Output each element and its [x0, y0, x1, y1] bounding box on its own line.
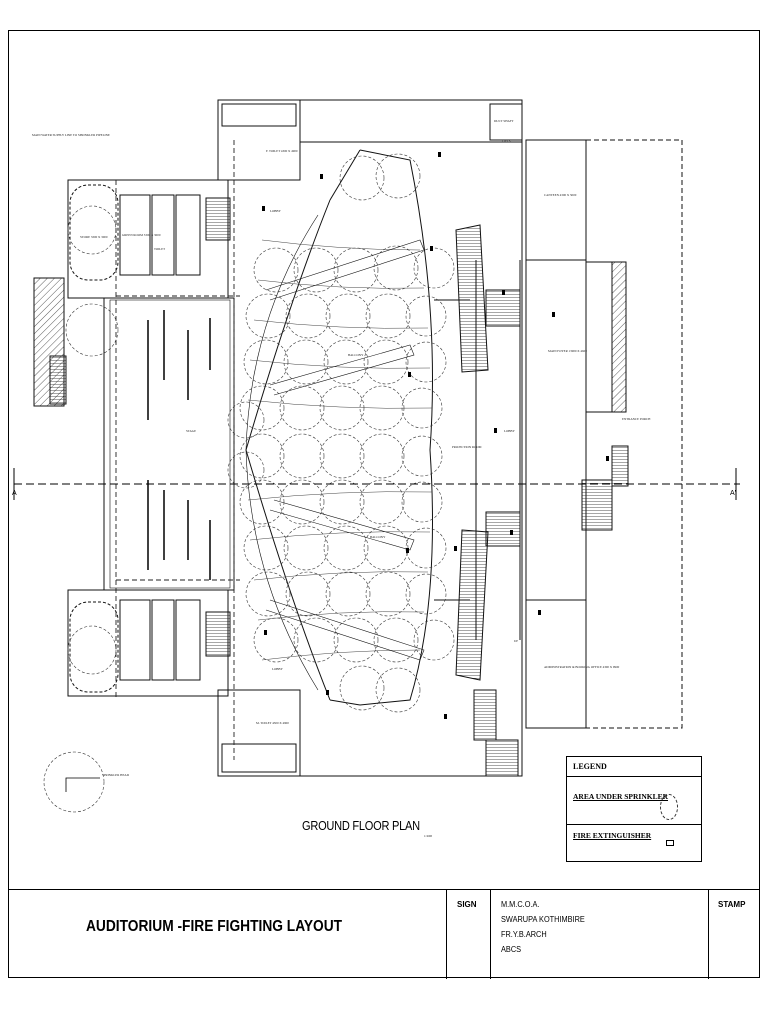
label-stage: STAGE	[186, 429, 196, 433]
title-block-divider	[708, 890, 709, 979]
title-block: AUDITORIUM -FIRE FIGHTING LAYOUT SIGN M.…	[8, 889, 760, 979]
info-line: M.M.C.O.A.	[501, 900, 540, 909]
label-entrance: ENTRANCE PORCH	[622, 417, 651, 421]
info-line: SWARUPA KOTHIMBIRE	[501, 915, 585, 924]
author-info: M.M.C.O.A. SWARUPA KOTHIMBIRE FR.Y.B.ARC…	[501, 897, 592, 957]
drawing-title: AUDITORIUM -FIRE FIGHTING LAYOUT	[86, 918, 343, 935]
plan-scale: 1:100	[424, 834, 432, 838]
label-duct: DUCT SHAFT	[494, 119, 514, 123]
legend-extinguisher-label: FIRE EXTINGUISHER	[573, 831, 652, 840]
label-lifts: LIFTS	[502, 139, 511, 143]
sprinkler-coverage-circles	[43, 153, 455, 813]
label-toilet-bottom: M. TOILET 4300 X 4900	[256, 721, 289, 725]
toilet-block-bottom	[217, 689, 301, 777]
drawing-sheet-border	[8, 30, 760, 978]
title-block-divider	[490, 890, 491, 979]
label-sprinkler-head: SPRINKLER HEAD	[102, 773, 130, 777]
label-canteen: CANTEEN 4300 X 5000	[544, 193, 577, 197]
sprinkler-area-icon	[660, 794, 678, 820]
fire-extinguisher-icon	[666, 840, 674, 846]
canteen-room	[525, 139, 587, 261]
label-lobby-bottom: LOBBY	[272, 667, 284, 671]
title-block-divider	[446, 890, 447, 979]
info-line: ABCS	[501, 945, 522, 954]
label-main-water: MAIN WATER SUPPLY LINE TO SPRINKLER PIPE…	[32, 133, 110, 137]
toilet-block-top	[217, 99, 301, 181]
admin-room	[525, 599, 587, 729]
legend-title: LEGEND	[573, 762, 607, 771]
label-admin: ADMINISTRATION & BOOKING OFFICE 4300 X 9…	[544, 665, 620, 669]
fire-extinguisher-marks	[262, 152, 609, 719]
legend-box: LEGEND AREA UNDER SPRINKLER FIRE EXTINGU…	[566, 756, 702, 862]
label-toilet-small: TOILET	[154, 247, 165, 251]
label-balcony-1: BALCONY	[348, 353, 364, 357]
label-lobby-top: LOBBY	[270, 209, 282, 213]
stage-outline	[103, 297, 235, 591]
label-green-room: GREEN ROOM 3300 X 3000	[122, 233, 161, 237]
label-main-foyer: MAIN FOYER 13900 X 4600	[548, 349, 587, 353]
label-up: UP	[514, 639, 518, 643]
label-store: STORE 3300 X 3000	[80, 235, 108, 239]
label-toilet-top: F. TOILET 4300 X 4900	[266, 149, 298, 153]
section-label-right: A'	[730, 490, 737, 497]
section-label-left: A	[12, 490, 17, 497]
stamp-label: STAMP	[718, 900, 746, 909]
sign-label: SIGN	[457, 900, 477, 909]
legend-sprinkler-label: AREA UNDER SPRINKLER	[573, 792, 669, 801]
plan-title: GROUND FLOOR PLAN	[302, 818, 420, 833]
label-projection: PROJECTION ROOM	[452, 445, 482, 449]
label-lobby-mid: LOBBY	[504, 429, 516, 433]
label-balcony-2: BALCONY	[370, 535, 386, 539]
info-line: FR.Y.B.ARCH	[501, 930, 547, 939]
